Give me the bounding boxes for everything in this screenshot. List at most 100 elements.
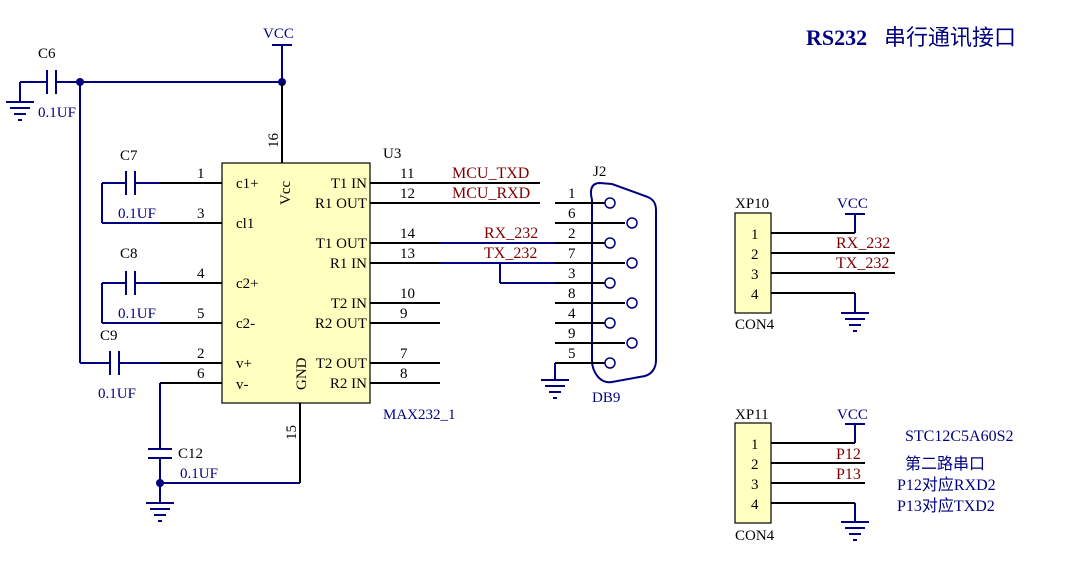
db9-pin-num: 7 xyxy=(568,246,576,262)
xp10-net-rx232: RX_232 xyxy=(836,235,890,252)
c6-value: 0.1UF xyxy=(38,105,76,121)
c9-ref: C9 xyxy=(100,328,118,344)
u3-chip-body xyxy=(221,162,371,404)
ground-symbol xyxy=(541,379,569,399)
xp10-net-tx232: TX_232 xyxy=(836,255,889,272)
u3-pin-num: 3 xyxy=(197,206,205,222)
db9-pin-num: 4 xyxy=(568,306,576,322)
xp10-pin-num: 4 xyxy=(751,287,759,303)
c6-ref: C6 xyxy=(38,46,56,62)
capacitor-c8: C8 0.1UF xyxy=(101,246,160,324)
xp11-net-p12: P12 xyxy=(836,446,861,463)
xp10-pin-num: 2 xyxy=(751,247,759,263)
u3-pin-num: 2 xyxy=(197,346,205,362)
db9-pin-num: 9 xyxy=(568,326,576,342)
db9-pin-num: 2 xyxy=(568,226,576,242)
capacitor-c12: C12 0.1UF xyxy=(146,383,300,522)
u3-pin-name: c2- xyxy=(236,316,255,332)
u3-pin-num: 4 xyxy=(197,266,205,282)
net-mcu-rxd: MCU_RXD xyxy=(452,185,530,202)
u3-left-pins: 1 c1+ 3 cl1 4 c2+ 5 c2- 2 v+ 6 v- xyxy=(160,166,259,393)
note-line: STC12C5A60S2 xyxy=(905,428,1013,445)
ground-symbol xyxy=(146,502,174,522)
db9-pin-num: 6 xyxy=(568,206,576,222)
u3-pin-name: T1 OUT xyxy=(316,236,367,252)
xp10-pin-num: 3 xyxy=(751,267,759,283)
title-rest: 串行通讯接口 xyxy=(884,25,1016,50)
u3-pin-num: 14 xyxy=(400,226,416,242)
db9-shell xyxy=(590,181,657,384)
c12-ref: C12 xyxy=(178,446,203,462)
u3-pin-num: 5 xyxy=(197,306,205,322)
xp11-ref: XP11 xyxy=(735,407,769,423)
u3-pin-name: cl1 xyxy=(236,216,254,232)
xp11-pin-num: 1 xyxy=(751,437,759,453)
db9-pin-num: 5 xyxy=(568,346,576,362)
u3-pin16-num: 16 xyxy=(266,133,282,149)
xp10-part: CON4 xyxy=(735,317,775,333)
junction-dot xyxy=(156,479,164,487)
db9-pin-num: 8 xyxy=(568,286,576,302)
u3-pin-num: 6 xyxy=(197,366,205,382)
connector-xp11: XP11 CON4 1 2 3 4 P12 P13 VCC xyxy=(734,407,869,544)
u3-part: MAX232_1 xyxy=(383,407,456,423)
u3-pin-num: 12 xyxy=(400,186,415,202)
xp11-body xyxy=(734,422,772,524)
j2-ref: J2 xyxy=(593,164,606,180)
u3-pin-name: T1 IN xyxy=(331,176,367,192)
j2-part: DB9 xyxy=(592,390,620,406)
note-line: P12对应RXD2 xyxy=(897,475,996,494)
c7-ref: C7 xyxy=(120,148,138,164)
u3-pin-num: 8 xyxy=(400,366,408,382)
xp11-vcc-label: VCC xyxy=(837,407,868,423)
u3-pin-name: T2 IN xyxy=(331,296,367,312)
net-mcu-txd: MCU_TXD xyxy=(452,165,529,182)
u3-pin-name: c1+ xyxy=(236,176,259,192)
c12-value: 0.1UF xyxy=(180,466,218,482)
u3-pin-name: T2 OUT xyxy=(316,356,367,372)
xp10-body xyxy=(734,212,772,314)
ground-symbol xyxy=(841,521,869,541)
net-labels-u3: MCU_TXD MCU_RXD RX_232 TX_232 xyxy=(440,165,555,284)
notes-block: STC12C5A60S2 第二路串口 P12对应RXD2 P13对应TXD2 xyxy=(897,428,1013,515)
u3-ref: U3 xyxy=(383,146,401,162)
u3-pin-num: 1 xyxy=(197,166,205,182)
u3-right-pins: 11 T1 IN 12 R1 OUT 14 T1 OUT 13 R1 IN 10… xyxy=(315,166,440,392)
u3-pin-name: R2 IN xyxy=(330,376,367,392)
u3-pin-num: 7 xyxy=(400,346,408,362)
u3-pin-name: R1 OUT xyxy=(315,196,367,212)
ground-symbol xyxy=(6,101,34,121)
vcc-symbol-main: VCC xyxy=(263,26,294,82)
c8-value: 0.1UF xyxy=(118,306,156,322)
u3-pin-num: 13 xyxy=(400,246,415,262)
u3-pin-num: 9 xyxy=(400,306,408,322)
db9-pin-num: 1 xyxy=(568,186,576,202)
note-line: 第二路串口 xyxy=(905,455,985,473)
vcc-label-main: VCC xyxy=(263,26,294,42)
note-line: P13对应TXD2 xyxy=(897,496,995,515)
u3-gnd-pin-name: GND xyxy=(294,357,310,390)
connector-j2-db9: J2 DB9 1 6 2 7 3 8 4 9 5 xyxy=(541,164,657,406)
u3-vcc-pin-name: Vcc xyxy=(278,181,294,205)
capacitor-c9: C9 0.1UF xyxy=(98,328,160,402)
xp10-vcc-label: VCC xyxy=(837,196,868,212)
db9-pin-num: 3 xyxy=(568,266,576,282)
xp10-ref: XP10 xyxy=(735,196,769,212)
u3-pin-num: 10 xyxy=(400,286,415,302)
u3-pin-name: v- xyxy=(236,377,249,393)
xp11-pin-num: 3 xyxy=(751,477,759,493)
c7-value: 0.1UF xyxy=(118,206,156,222)
u3-pin-name: c2+ xyxy=(236,276,259,292)
xp11-net-p13: P13 xyxy=(836,466,861,483)
c8-ref: C8 xyxy=(120,246,138,262)
xp11-pin-num: 2 xyxy=(751,457,759,473)
u3-pin-name: R2 OUT xyxy=(315,316,367,332)
net-tx-232: TX_232 xyxy=(484,245,537,262)
title-bold: RS232 xyxy=(806,25,867,50)
ground-symbol xyxy=(841,312,869,332)
c9-value: 0.1UF xyxy=(98,386,136,402)
net-rx-232: RX_232 xyxy=(484,225,538,242)
u3-pin-num: 11 xyxy=(400,166,414,182)
u3-pin-name: R1 IN xyxy=(330,256,367,272)
